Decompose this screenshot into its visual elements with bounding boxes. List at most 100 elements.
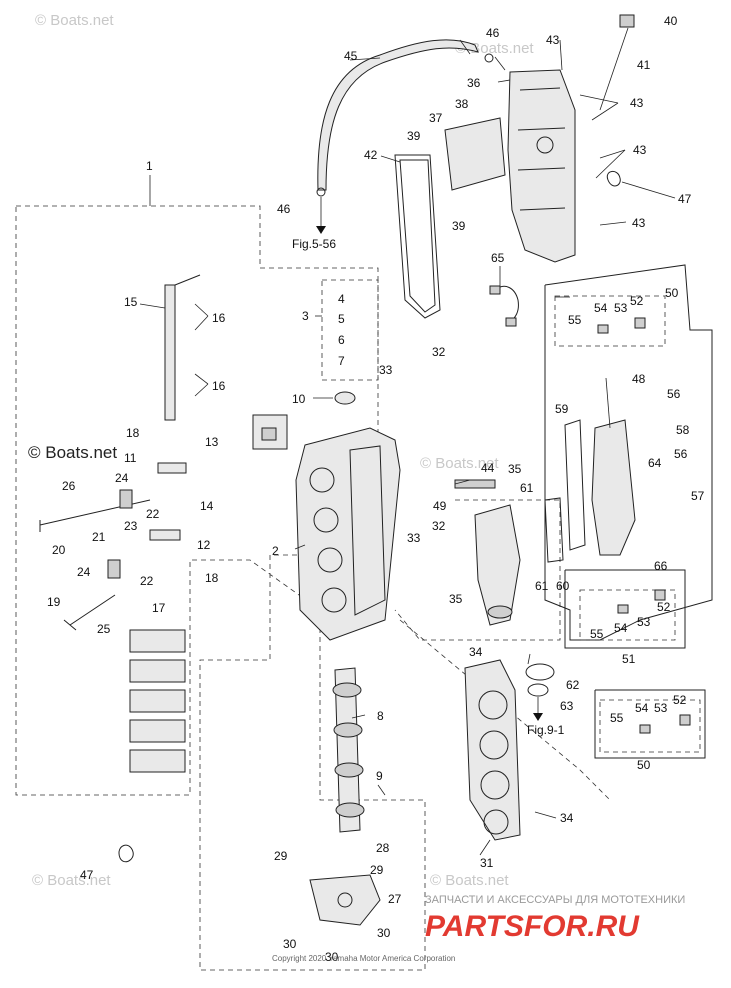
callout-5: 5 bbox=[338, 312, 345, 326]
callout-18a: 18 bbox=[126, 426, 140, 440]
exhaust-manifold bbox=[591, 419, 636, 556]
callout-45: 45 bbox=[344, 49, 358, 63]
oil-rail bbox=[164, 284, 176, 421]
callout-55c: 55 bbox=[610, 711, 624, 725]
callout-16a: 16 bbox=[212, 311, 226, 325]
callout-30c: 30 bbox=[325, 950, 339, 964]
callout-56a: 56 bbox=[667, 387, 681, 401]
rocker-arm bbox=[157, 462, 187, 474]
callout-17: 17 bbox=[152, 601, 166, 615]
callout-59: 59 bbox=[555, 402, 569, 416]
figure-reference-bottom[interactable]: Fig.9-1 bbox=[527, 723, 565, 737]
callout-61a: 61 bbox=[520, 481, 534, 495]
callout-24a: 24 bbox=[115, 471, 129, 485]
group-50-top-outline bbox=[554, 295, 666, 347]
callout-24b: 24 bbox=[77, 565, 91, 579]
callout-12: 12 bbox=[197, 538, 211, 552]
exhaust-gasket bbox=[564, 419, 586, 551]
callout-13: 13 bbox=[205, 435, 219, 449]
callout-41: 41 bbox=[637, 58, 651, 72]
valve-spring bbox=[119, 489, 133, 509]
callout-37: 37 bbox=[429, 111, 443, 125]
watermark-left: © Boats.net bbox=[28, 443, 117, 462]
callout-11: 11 bbox=[124, 451, 137, 465]
pump-housing bbox=[309, 874, 381, 926]
callout-58: 58 bbox=[676, 423, 690, 437]
callout-55a: 55 bbox=[568, 313, 582, 327]
clip-2 bbox=[606, 171, 621, 187]
cover-gasket bbox=[394, 154, 441, 319]
callout-10: 10 bbox=[292, 392, 306, 406]
oil-cap bbox=[619, 14, 635, 28]
callout-60: 60 bbox=[556, 579, 570, 593]
brand-logo: PARTSFOR.RU bbox=[425, 910, 640, 943]
group-3-outline bbox=[321, 279, 379, 381]
callout-35b: 35 bbox=[449, 592, 463, 606]
callout-29a: 29 bbox=[274, 849, 288, 863]
callout-48: 48 bbox=[632, 372, 646, 386]
callout-2: 2 bbox=[272, 544, 279, 558]
exhaust-cover bbox=[474, 504, 521, 626]
callout-30a: 30 bbox=[283, 937, 297, 951]
callout-8: 8 bbox=[377, 709, 384, 723]
group-48-outline bbox=[544, 264, 713, 641]
callout-31: 31 bbox=[480, 856, 494, 870]
plate bbox=[444, 117, 506, 191]
callout-21: 21 bbox=[92, 530, 106, 544]
callout-16b: 16 bbox=[212, 379, 226, 393]
camshaft bbox=[334, 667, 361, 833]
brand-tagline: ЗАПЧАСТИ И АКСЕССУАРЫ ДЛЯ МОТОТЕХНИКИ bbox=[425, 894, 685, 906]
group-1-outline bbox=[15, 205, 426, 971]
cylinder-head-cover bbox=[507, 69, 576, 263]
callout-1: 1 bbox=[146, 159, 153, 173]
callout-23: 23 bbox=[124, 519, 138, 533]
callout-46b: 46 bbox=[277, 202, 291, 216]
leader-lines bbox=[139, 39, 676, 856]
callout-39b: 39 bbox=[452, 219, 466, 233]
callout-66: 66 bbox=[654, 559, 668, 573]
callout-39a: 39 bbox=[407, 129, 421, 143]
clip bbox=[118, 844, 134, 863]
group-49-outline bbox=[394, 499, 561, 641]
callout-43a: 43 bbox=[546, 33, 560, 47]
figure-reference-top[interactable]: Fig.5-56 bbox=[292, 237, 336, 251]
callout-15: 15 bbox=[124, 295, 138, 309]
callout-64: 64 bbox=[648, 456, 662, 470]
callout-26: 26 bbox=[62, 479, 76, 493]
spark-plug bbox=[454, 479, 496, 489]
callout-6: 6 bbox=[338, 333, 345, 347]
callout-50a: 50 bbox=[665, 286, 679, 300]
callout-55b: 55 bbox=[590, 627, 604, 641]
group-51-frame bbox=[564, 569, 686, 649]
callout-7: 7 bbox=[338, 354, 345, 368]
rocker-arm-2 bbox=[149, 529, 181, 541]
callout-52c: 52 bbox=[673, 693, 687, 707]
callout-27: 27 bbox=[388, 892, 402, 906]
hose-clip-lower bbox=[316, 187, 326, 197]
callout-30b: 30 bbox=[377, 926, 391, 940]
callout-47a: 47 bbox=[678, 192, 692, 206]
callout-65: 65 bbox=[491, 251, 505, 265]
callout-28: 28 bbox=[376, 841, 390, 855]
watermark-middle: © Boats.net bbox=[420, 455, 499, 472]
group-51-outline bbox=[579, 589, 676, 641]
callout-43d: 43 bbox=[632, 216, 646, 230]
callout-3: 3 bbox=[302, 309, 309, 323]
callout-54b: 54 bbox=[614, 621, 628, 635]
callout-44: 44 bbox=[481, 461, 495, 475]
group-50-bottom-outline bbox=[599, 699, 701, 753]
callout-57: 57 bbox=[691, 489, 705, 503]
rocker-stack bbox=[129, 629, 186, 773]
callout-56b: 56 bbox=[674, 447, 688, 461]
callout-34a: 34 bbox=[469, 645, 483, 659]
callout-40: 40 bbox=[664, 14, 678, 28]
callout-52a: 52 bbox=[630, 294, 644, 308]
group-1-aux-outline bbox=[399, 619, 611, 801]
callout-32a: 32 bbox=[432, 345, 446, 359]
valve-spring-2 bbox=[107, 559, 121, 579]
callout-46a: 46 bbox=[486, 26, 500, 40]
callout-47b: 47 bbox=[80, 868, 94, 882]
callout-22b: 22 bbox=[140, 574, 154, 588]
callout-33a: 33 bbox=[379, 363, 393, 377]
